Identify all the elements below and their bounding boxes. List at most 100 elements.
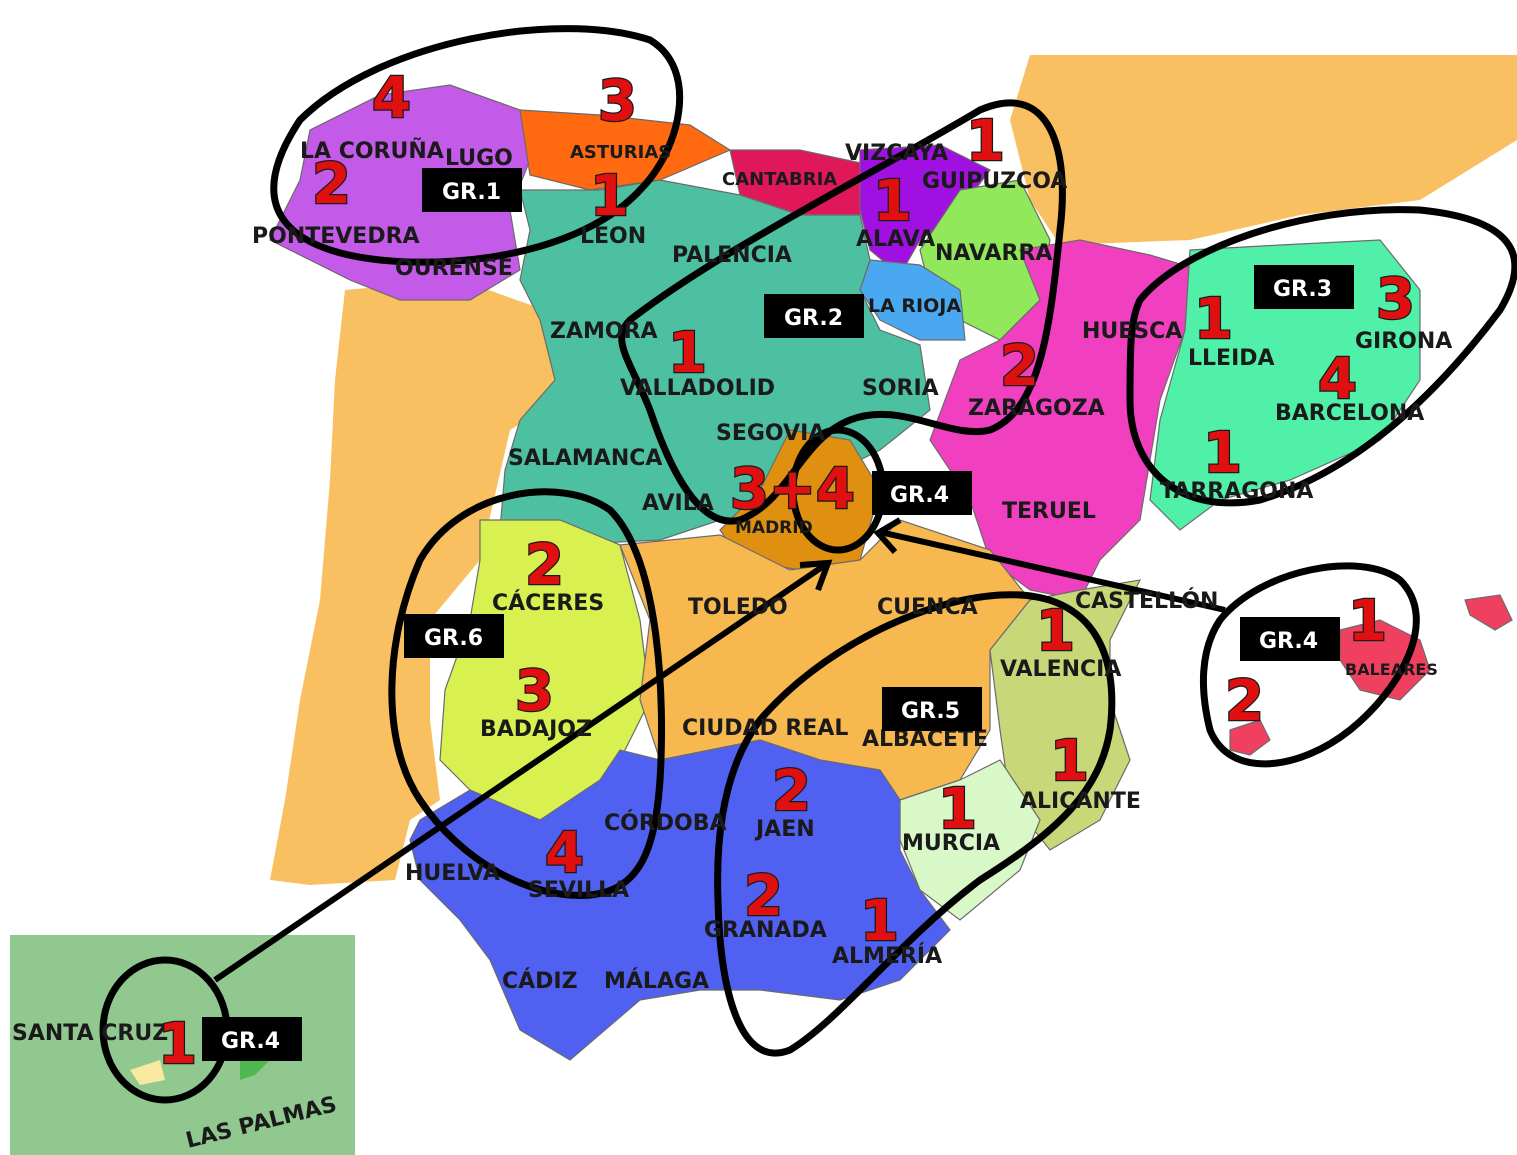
arrow-baleares-to-madrid: [879, 529, 1226, 613]
label-murcia: MURCIA: [902, 831, 1000, 856]
group-1-label: GR.1: [442, 180, 501, 205]
label-coruna: LA CORUÑA: [300, 138, 444, 164]
ring-group-1: [270, 25, 684, 266]
num-sevilla: 4: [545, 821, 584, 886]
label-alicante: ALICANTE: [1020, 789, 1141, 814]
label-guipuzcoa: GUIPUZCOA: [922, 169, 1067, 194]
label-asturias: ASTURIAS: [570, 142, 671, 163]
group-4-center-box: [872, 471, 972, 515]
group-6-box: [404, 614, 504, 658]
num-girona: 3: [1376, 267, 1415, 332]
region-murcia: [899, 759, 1041, 921]
ring-group-2: [618, 99, 1066, 525]
label-castellon: CASTELLÓN: [1075, 588, 1218, 614]
num-coruna-top: 4: [372, 66, 411, 131]
group-2-box: [764, 294, 864, 338]
group-3-box: [1254, 265, 1354, 309]
num-madrid: 3+4: [730, 457, 855, 522]
ring-group-6: [388, 488, 666, 899]
label-caceres: CÁCERES: [492, 590, 604, 616]
label-ourense: OURENSE: [395, 256, 513, 281]
region-andalucia: [409, 739, 951, 1061]
num-zaragoza: 2: [1000, 334, 1039, 399]
num-badajoz: 3: [515, 659, 554, 724]
france-area: [1010, 55, 1517, 245]
group-5-box: [882, 687, 982, 731]
label-cuenca: CUENCA: [877, 595, 978, 620]
label-rioja: LA RIOJA: [868, 295, 961, 317]
label-madrid: MADRID: [735, 518, 813, 538]
label-badajoz: BADAJOZ: [480, 717, 592, 742]
group-4-canarias-box: [202, 1017, 302, 1061]
label-segovia: SEGOVIA: [716, 421, 825, 446]
label-lugo: LUGO: [445, 146, 513, 171]
label-cadiz: CÁDIZ: [502, 968, 578, 994]
portugal-area: [270, 280, 560, 885]
label-santa-cruz: SANTA CRUZ: [12, 1021, 168, 1046]
num-alicante: 1: [1050, 729, 1089, 794]
label-ciudad-real: CIUDAD REAL: [682, 716, 848, 741]
ring-group-5: [714, 591, 1116, 1057]
region-cataluna: [1149, 239, 1421, 531]
label-zaragoza: ZARAGOZA: [968, 396, 1105, 421]
label-leon: LEON: [580, 224, 646, 249]
arrow-canarias-to-madrid: [213, 562, 827, 983]
label-avila: AVILA: [642, 491, 714, 516]
group-5-label: GR.5: [901, 699, 960, 724]
label-baleares: BALEARES: [1345, 660, 1438, 679]
label-valencia: VALENCIA: [1000, 657, 1121, 682]
group-3-label: GR.3: [1273, 277, 1332, 302]
label-almeria: ALMERÍA: [832, 943, 942, 969]
num-baleares-top: 1: [1348, 589, 1387, 654]
group-1-box: [422, 168, 522, 212]
num-murcia: 1: [938, 777, 977, 842]
label-valladolid: VALLADOLID: [620, 376, 775, 401]
num-caceres: 2: [525, 533, 564, 598]
label-barcelona: BARCELONA: [1275, 401, 1424, 426]
num-tarragona: 1: [1203, 421, 1242, 486]
label-huesca: HUESCA: [1082, 319, 1182, 344]
group-4-baleares-box: [1240, 617, 1340, 661]
label-toledo: TOLEDO: [688, 595, 788, 620]
num-jaen: 2: [772, 759, 811, 824]
num-vizcaya: 1: [966, 109, 1005, 174]
num-castilla-leon: 1: [668, 321, 707, 386]
group-4-canarias-label: GR.4: [221, 1029, 280, 1054]
arrowhead-canarias: [799, 559, 833, 592]
group-4-baleares-label: GR.4: [1259, 629, 1318, 654]
num-barcelona: 4: [1318, 347, 1357, 412]
label-cantabria: CANTABRIA: [722, 169, 837, 190]
label-palencia: PALENCIA: [672, 243, 792, 268]
group-2-label: GR.2: [784, 306, 843, 331]
region-menorca: [1464, 594, 1513, 631]
num-coruna-left: 2: [312, 152, 351, 217]
region-pais-vasco: [859, 144, 991, 276]
num-canarias: 1: [158, 1012, 197, 1077]
label-lleida: LLEIDA: [1188, 346, 1275, 371]
label-granada: GRANADA: [704, 918, 827, 943]
label-teruel: TERUEL: [1002, 499, 1096, 524]
label-tarragona: TARRAGONA: [1160, 479, 1313, 504]
ring-group-3: [1126, 206, 1517, 507]
label-sevilla: SEVILLA: [528, 878, 629, 903]
ring-group-4-baleares: [1200, 562, 1420, 768]
label-cordoba: CÓRDOBA: [604, 810, 727, 836]
label-huelva: HUELVA: [405, 861, 500, 886]
label-malaga: MÁLAGA: [604, 968, 709, 994]
label-girona: GIRONA: [1355, 329, 1452, 354]
group-6-label: GR.6: [424, 626, 483, 651]
label-albacete: ALBACETE: [862, 727, 988, 752]
label-pontevedra: PONTEVEDRA: [252, 224, 420, 249]
region-galicia: [269, 84, 531, 301]
num-lleida: 1: [1194, 287, 1233, 352]
region-ibiza: [1229, 719, 1271, 756]
label-soria: SORIA: [862, 376, 939, 401]
num-valencia: 1: [1036, 599, 1075, 664]
num-baleares-bottom: 2: [1225, 669, 1264, 734]
label-navarra: NAVARRA: [935, 241, 1052, 266]
label-alava: ALAVA: [856, 227, 935, 252]
num-alava: 1: [873, 169, 912, 234]
region-baleares: [1339, 619, 1431, 701]
num-asturias-top: 3: [598, 69, 637, 134]
